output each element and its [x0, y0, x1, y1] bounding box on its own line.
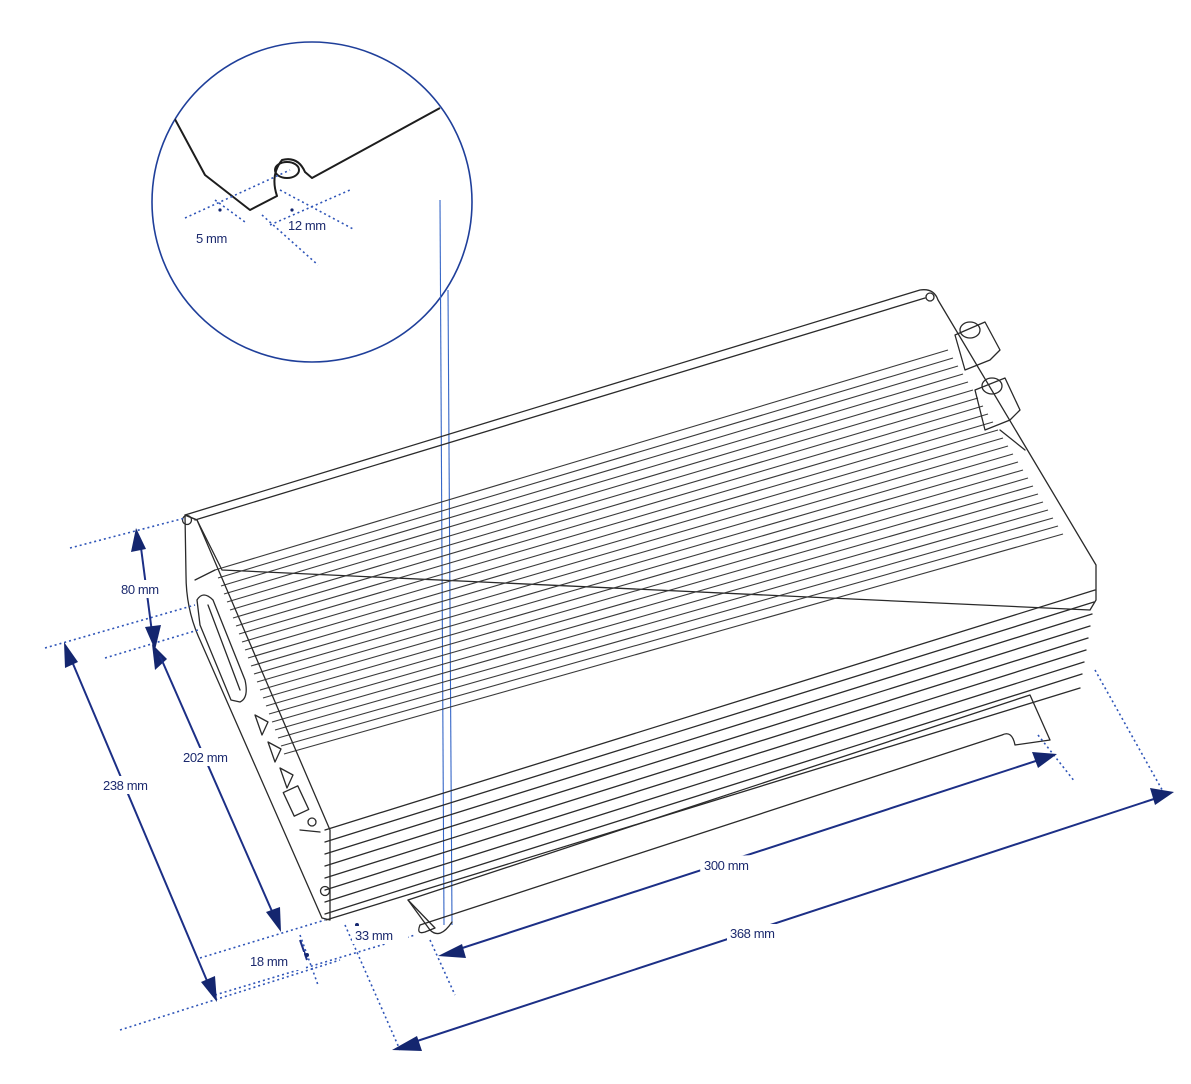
- extension-line: [44, 604, 196, 649]
- flange-slot: [407, 899, 453, 935]
- dimension-lines: [44, 517, 1174, 1051]
- dim-238mm-line: [67, 651, 214, 996]
- detail-leader-line: [447, 289, 453, 926]
- dim-238mm-label: 238 mm: [103, 778, 148, 793]
- dim-368mm-line: [404, 796, 1161, 1046]
- dim-18mm-line: [299, 939, 308, 961]
- detail-slot-hole: [274, 161, 300, 179]
- enclosure-top-plate: [184, 289, 1097, 611]
- dim-300mm-line: [449, 757, 1046, 953]
- detail-magnifier: 5 mm 12 mm: [151, 41, 473, 363]
- arrow-head: [266, 907, 281, 932]
- extension-line: [69, 517, 186, 549]
- detail-circle: [151, 41, 473, 363]
- front-end-plate: [184, 514, 331, 921]
- dim-368mm-label: 368 mm: [730, 926, 775, 941]
- arrow-head: [1150, 788, 1174, 805]
- front-connector-edge: [207, 604, 241, 691]
- screw: [181, 514, 193, 526]
- front-plate-edge: [194, 569, 216, 581]
- detail-12mm-label: 12 mm: [288, 218, 326, 233]
- extension-line: [299, 934, 319, 986]
- dim-80mm-label: 80 mm: [121, 582, 159, 597]
- extension-line: [199, 919, 326, 959]
- detail-tick: [218, 208, 222, 212]
- dim-202mm-label: 202 mm: [183, 750, 228, 765]
- extension-line: [119, 959, 341, 1031]
- dim-33mm-label: 33 mm: [355, 928, 393, 943]
- extension-line: [429, 939, 456, 996]
- arrow-head: [392, 1036, 422, 1051]
- dim-300mm-label: 300 mm: [704, 858, 749, 873]
- dim-202mm-line: [159, 655, 279, 926]
- arrow-head: [64, 642, 78, 668]
- detail-dot-line: [214, 199, 246, 223]
- dim-tick: [305, 953, 309, 957]
- arrow-head: [201, 976, 217, 1002]
- screw: [925, 292, 935, 302]
- detail-tick: [290, 208, 294, 212]
- dim-18mm-label: 18 mm: [250, 954, 288, 969]
- arrow-head: [131, 528, 146, 552]
- screw: [319, 885, 331, 897]
- detail-5mm-label: 5 mm: [196, 231, 227, 246]
- dimension-labels: 80 mm 202 mm 238 mm 18 mm 33 mm 300 mm 3…: [100, 580, 797, 970]
- enclosure-top-edge: [194, 297, 926, 521]
- extension-line: [1094, 669, 1166, 796]
- extension-line: [104, 629, 199, 659]
- arrow-head: [438, 944, 466, 958]
- side-fins: [299, 589, 1096, 921]
- arrow-head: [1032, 752, 1057, 768]
- mounting-flange: [407, 694, 1051, 934]
- detail-dot-line: [184, 169, 291, 219]
- rear-terminals: [954, 321, 1026, 451]
- heatsink-fins: [214, 349, 1064, 755]
- arrow-head: [145, 625, 161, 650]
- detail-slot-outline: [169, 107, 441, 211]
- screw: [307, 817, 317, 827]
- front-terminals: [254, 714, 310, 817]
- detail-leader-line: [439, 199, 445, 926]
- enclosure: [181, 289, 1097, 935]
- front-connector: [196, 594, 247, 703]
- detail-dot-line: [279, 189, 356, 231]
